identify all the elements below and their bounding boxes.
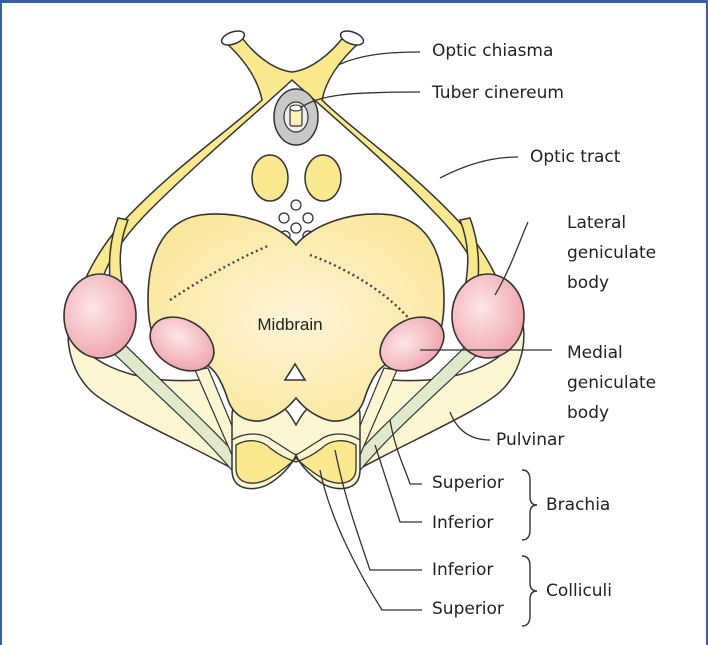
mammillary-body-right: [305, 155, 341, 201]
lateral-geniculate-left: [64, 274, 136, 358]
label-tuber-cinereum: Tuber cinereum: [432, 82, 564, 104]
label-pulvinar: Pulvinar: [496, 429, 564, 451]
colliculi-brace: [522, 556, 537, 626]
label-lateral-geniculate-line1: Lateral: [567, 208, 656, 238]
label-medial-geniculate-line3: body: [567, 398, 656, 428]
brachia-brace: [522, 470, 537, 540]
label-brachia-inferior: Inferior: [432, 512, 493, 534]
label-optic-tract: Optic tract: [530, 146, 620, 168]
label-brachia-superior: Superior: [432, 472, 504, 494]
mammillary-body-left: [252, 155, 288, 201]
label-optic-chiasma: Optic chiasma: [432, 40, 553, 62]
label-medial-geniculate-body: Medial geniculate body: [567, 338, 656, 428]
midbrain-label: Midbrain: [257, 315, 322, 334]
label-colliculi-inferior: Inferior: [432, 559, 493, 581]
label-brachia: Brachia: [546, 494, 610, 516]
label-lateral-geniculate-line3: body: [567, 268, 656, 298]
label-colliculi-superior: Superior: [432, 598, 504, 620]
label-lateral-geniculate-body: Lateral geniculate body: [567, 208, 656, 298]
lateral-geniculate-right: [452, 274, 524, 358]
label-medial-geniculate-line1: Medial: [567, 338, 656, 368]
label-colliculi: Colliculi: [546, 580, 612, 602]
label-medial-geniculate-line2: geniculate: [567, 368, 656, 398]
label-lateral-geniculate-line2: geniculate: [567, 238, 656, 268]
